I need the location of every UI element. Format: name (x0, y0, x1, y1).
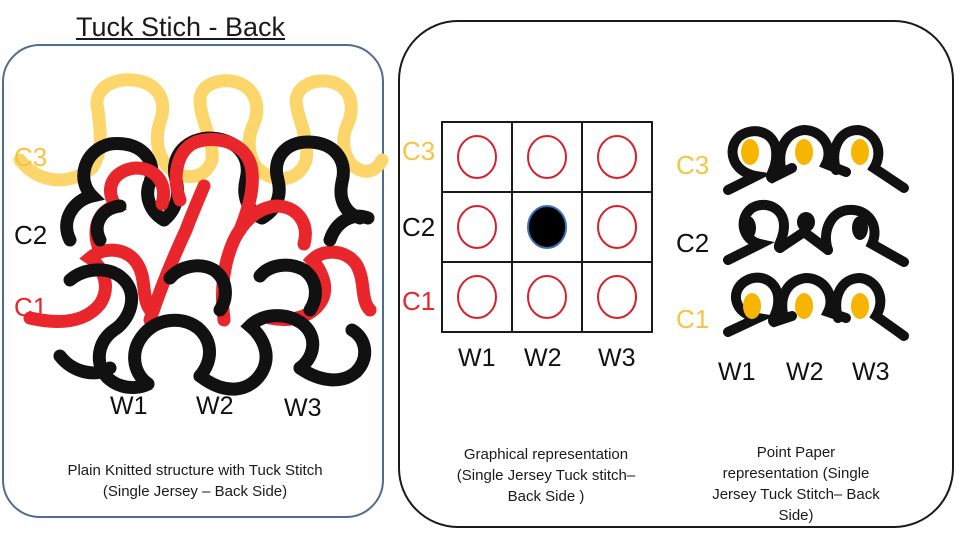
pp-label-c2: C2 (676, 228, 710, 258)
grid-label-w3: W3 (598, 344, 636, 372)
pp-label-c3: C3 (676, 150, 710, 180)
graphical-grid (441, 121, 653, 333)
grid-label-w1: W1 (458, 344, 496, 372)
point-paper-art (723, 124, 909, 341)
left-label-w2: W2 (196, 392, 234, 420)
fabric-structure-panel (2, 44, 384, 518)
c3-w3-eye (851, 139, 869, 165)
graphical-caption-line3: Back Side ) (507, 488, 585, 505)
left-caption-line2: (Single Jersey – Back Side) (102, 483, 288, 500)
c2-w1-eye (740, 216, 756, 240)
pp-label-w3: W3 (852, 358, 890, 386)
left-caption-line1: Plain Knitted structure with Tuck Stitch (67, 462, 323, 479)
knit-stitch-mark (597, 135, 637, 179)
yarn-structure (13, 73, 389, 396)
pp-label-w1: W1 (718, 358, 756, 386)
grid-label-w2: W2 (524, 344, 562, 372)
yellow-yarn (13, 73, 389, 187)
knit-stitch-mark (457, 275, 497, 319)
knit-stitch-mark (457, 135, 497, 179)
left-label-c1: C1 (14, 292, 48, 322)
c1-w1-eye (743, 293, 761, 319)
grid-label-c1: C1 (402, 286, 436, 316)
knit-stitch-mark (527, 135, 567, 179)
knit-stitch-mark (597, 205, 637, 249)
pp-label-c1: C1 (676, 304, 710, 334)
graphical-caption-line1: Graphical representation (463, 446, 629, 463)
c1-w2-eye (795, 293, 813, 319)
pp-caption-line3: Jersey Tuck Stitch– Back (712, 486, 880, 503)
graphical-caption-line2: (Single Jersey Tuck stitch– (456, 467, 636, 484)
left-label-c2: C2 (14, 220, 48, 250)
graphical-caption: Graphical representation (Single Jersey … (436, 444, 656, 507)
knit-stitch-mark (457, 205, 497, 249)
c1-w3-eye (851, 293, 869, 319)
point-paper-c1 (723, 272, 909, 341)
pp-caption-line2: representation (Single (722, 465, 870, 482)
grid-label-c2: C2 (402, 212, 436, 242)
grid-cells (457, 135, 637, 319)
c2-w2-tuck-dot (797, 212, 815, 232)
tuck-stitch-mark (527, 205, 567, 249)
c3-w1-eye (741, 139, 759, 165)
pp-label-w2: W2 (786, 358, 824, 386)
left-label-w3: W3 (284, 394, 322, 422)
point-paper-eyes (740, 139, 869, 319)
left-label-c3: C3 (14, 142, 48, 172)
grid-frame (441, 121, 653, 333)
page-title: Tuck Stich - Back (76, 12, 286, 42)
left-caption: Plain Knitted structure with Tuck Stitch… (40, 460, 350, 502)
point-paper-c3 (723, 124, 909, 195)
c3-w2-eye (795, 139, 813, 165)
pp-caption-line4: Side) (778, 507, 814, 524)
pp-caption-line1: Point Paper (756, 444, 836, 461)
representation-panel (398, 20, 954, 528)
black-yarn-lower (53, 199, 375, 396)
c2-w3-eye (852, 216, 868, 240)
point-paper-caption: Point Paper representation (Single Jerse… (700, 442, 892, 526)
grid-label-c3: C3 (402, 136, 436, 166)
left-label-w1: W1 (110, 392, 148, 420)
knit-stitch-mark (597, 275, 637, 319)
knit-stitch-mark (527, 275, 567, 319)
